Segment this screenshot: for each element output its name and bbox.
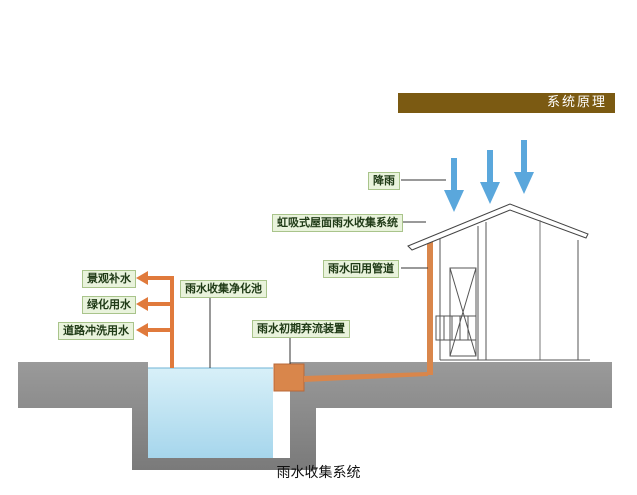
leader-lines bbox=[209, 179, 446, 368]
underground-pipe bbox=[304, 372, 428, 382]
initial-discard-device bbox=[273, 363, 305, 392]
collection-pool bbox=[148, 367, 273, 458]
rain-arrow-3 bbox=[514, 140, 534, 194]
header-title: 系统原理 bbox=[398, 93, 615, 113]
label-greening-water: 绿化用水 bbox=[82, 296, 136, 314]
label-landscape-water: 景观补水 bbox=[82, 270, 136, 288]
label-collection-pool: 雨水收集净化池 bbox=[180, 280, 267, 298]
house bbox=[407, 203, 590, 361]
label-siphon-roof: 虹吸式屋面雨水收集系统 bbox=[272, 214, 403, 232]
diagram-caption: 雨水收集系统 bbox=[276, 465, 361, 481]
rain-arrows bbox=[444, 140, 534, 212]
rain-arrow-1 bbox=[444, 158, 464, 212]
label-road-washing: 道路冲洗用水 bbox=[58, 322, 134, 340]
label-rain: 降雨 bbox=[368, 172, 400, 190]
ground bbox=[18, 362, 612, 470]
downpipe bbox=[427, 240, 433, 375]
outflow-arrows bbox=[136, 271, 174, 368]
rain-arrow-2 bbox=[480, 150, 500, 204]
label-initial-discard: 雨水初期弃流装置 bbox=[252, 320, 350, 338]
label-reuse-pipe: 雨水回用管道 bbox=[323, 260, 399, 278]
